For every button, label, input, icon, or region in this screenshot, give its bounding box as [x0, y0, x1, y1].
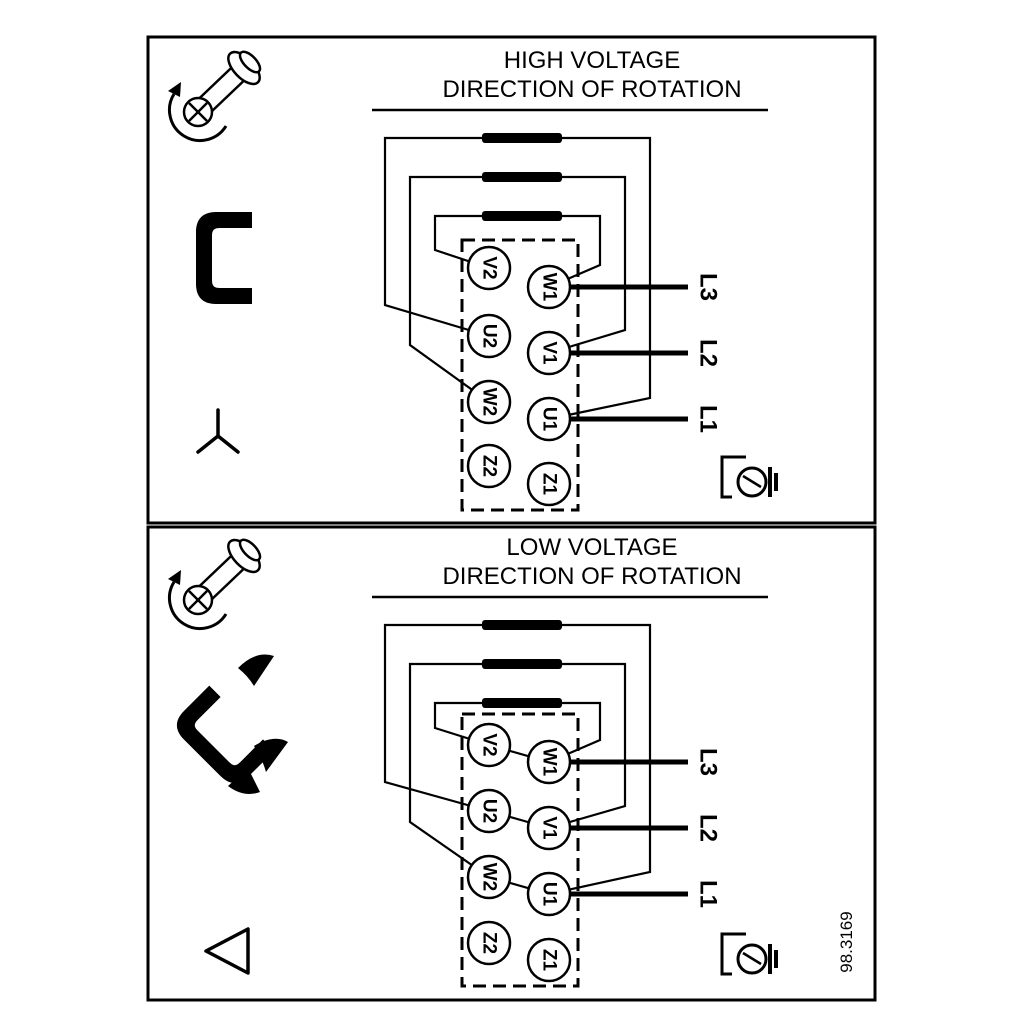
terminals-high: [466, 245, 572, 507]
line-label-l1: L1: [695, 880, 722, 908]
supply-lines-high: [549, 284, 688, 422]
terminal-label: U1: [539, 407, 560, 432]
arrow-wedge-icon: [254, 738, 288, 772]
terminal-labels-low: V2 U2 W2 Z2 W1 V1 U1 Z1: [479, 733, 560, 971]
line-label-l3: L3: [695, 273, 722, 301]
terminal-u2: [466, 788, 512, 834]
panel-title-line1: HIGH VOLTAGE: [504, 47, 680, 74]
panel-low-voltage: LOW VOLTAGE DIRECTION OF ROTATION L3 L2 …: [146, 525, 877, 1002]
panel-title-line2: DIRECTION OF ROTATION: [442, 563, 741, 590]
terminal-z2: [466, 443, 512, 489]
panel-high-voltage: HIGH VOLTAGE DIRECTION OF ROTATION L3 L2…: [146, 35, 877, 525]
panel-title-line1: LOW VOLTAGE: [506, 534, 677, 561]
line-label-l2: L2: [695, 339, 722, 367]
link-bars-high: [482, 133, 562, 221]
terminal-u1: [526, 871, 572, 917]
terminal-w2: [466, 379, 512, 425]
terminal-labels-high: V2 U2 W2 Z2 W1 V1 U1 Z1: [479, 256, 560, 495]
terminal-w2: [466, 854, 512, 900]
line-label-l1: L1: [695, 405, 722, 433]
terminal-v2: [466, 722, 512, 768]
terminal-label: V1: [539, 816, 560, 840]
arrow-wedge-icon: [228, 764, 260, 794]
arrow-wedge-icon: [238, 654, 274, 686]
wiring-high-voltage: [383, 136, 652, 421]
terminal-w1: [526, 739, 572, 785]
terminal-z1: [526, 937, 572, 983]
link-bar: [482, 211, 562, 221]
terminal-label: V2: [479, 733, 500, 756]
separated-links-icon: [169, 654, 288, 794]
terminals-low: [466, 722, 572, 983]
terminal-label: Z2: [479, 455, 500, 477]
panel-title-line2: DIRECTION OF ROTATION: [442, 76, 741, 103]
supply-lines-low: [549, 759, 688, 897]
link-bar: [482, 133, 562, 143]
terminal-label: Z1: [539, 949, 560, 972]
terminal-z1: [526, 461, 572, 507]
link-bar: [482, 172, 562, 182]
terminal-label: U2: [479, 799, 500, 823]
line-label-l3: L3: [695, 748, 722, 776]
delta-symbol-icon: [204, 927, 250, 975]
terminal-u2: [466, 313, 512, 359]
link-bar: [482, 659, 562, 669]
terminal-v1: [526, 330, 572, 376]
star-symbol-icon: [196, 408, 240, 454]
link-bars-low: [482, 620, 562, 708]
terminal-label: Z1: [539, 473, 560, 496]
terminal-w1: [526, 264, 572, 310]
terminal-label: U2: [479, 324, 500, 348]
terminal-v1: [526, 805, 572, 851]
terminal-label: W1: [539, 748, 560, 777]
terminal-z2: [466, 920, 512, 966]
link-bar: [482, 698, 562, 708]
terminal-u1: [526, 396, 572, 442]
figure-number: 98.3169: [837, 911, 856, 972]
terminal-label: Z2: [479, 932, 500, 954]
wiring-low-voltage: [383, 623, 652, 896]
terminal-label: V1: [539, 341, 560, 365]
terminal-label: W2: [479, 388, 500, 417]
terminal-v2: [466, 245, 512, 291]
terminal-label: W2: [479, 863, 500, 892]
link-bar: [482, 620, 562, 630]
terminal-label: W1: [539, 273, 560, 302]
terminal-label: U1: [539, 882, 560, 907]
terminal-label: V2: [479, 256, 500, 279]
line-label-l2: L2: [695, 814, 722, 842]
